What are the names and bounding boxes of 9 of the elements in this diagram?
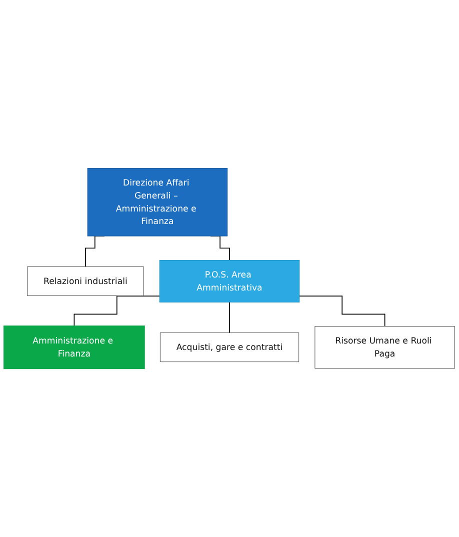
node-box: Acquisti, gare e contratti [160,332,300,362]
node-box: Amministrazione e Finanza [4,326,145,370]
connector [298,296,386,327]
node-box: P.O.S. Area Amministrativa [159,260,300,303]
connector [229,302,230,334]
node-box: Relazioni industriali [27,266,144,296]
node-box: Risorse Umane e Ruoli Paga [314,326,455,369]
connector [74,296,160,327]
node-box: Direzione Affari Generali – Amministrazione e Finanza [87,168,228,237]
